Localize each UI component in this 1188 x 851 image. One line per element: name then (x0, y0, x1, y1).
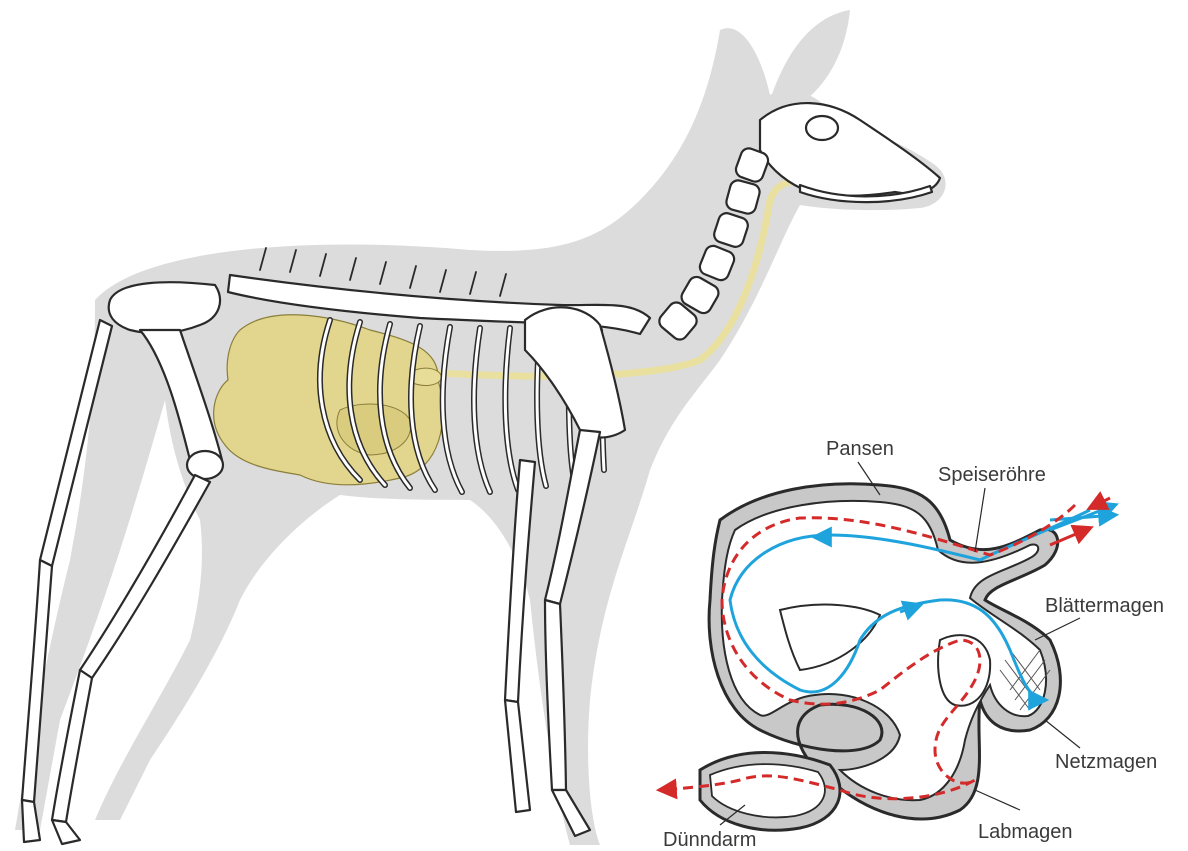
label-pansen: Pansen (826, 438, 894, 460)
label-blaettermagen: Blättermagen (1045, 595, 1164, 617)
stomach-inset (660, 462, 1115, 830)
label-netzmagen: Netzmagen (1055, 751, 1157, 773)
label-labmagen: Labmagen (978, 821, 1073, 843)
label-duenndarm: Dünndarm (663, 829, 756, 851)
label-speiseroehre: Speiseröhre (938, 464, 1046, 486)
